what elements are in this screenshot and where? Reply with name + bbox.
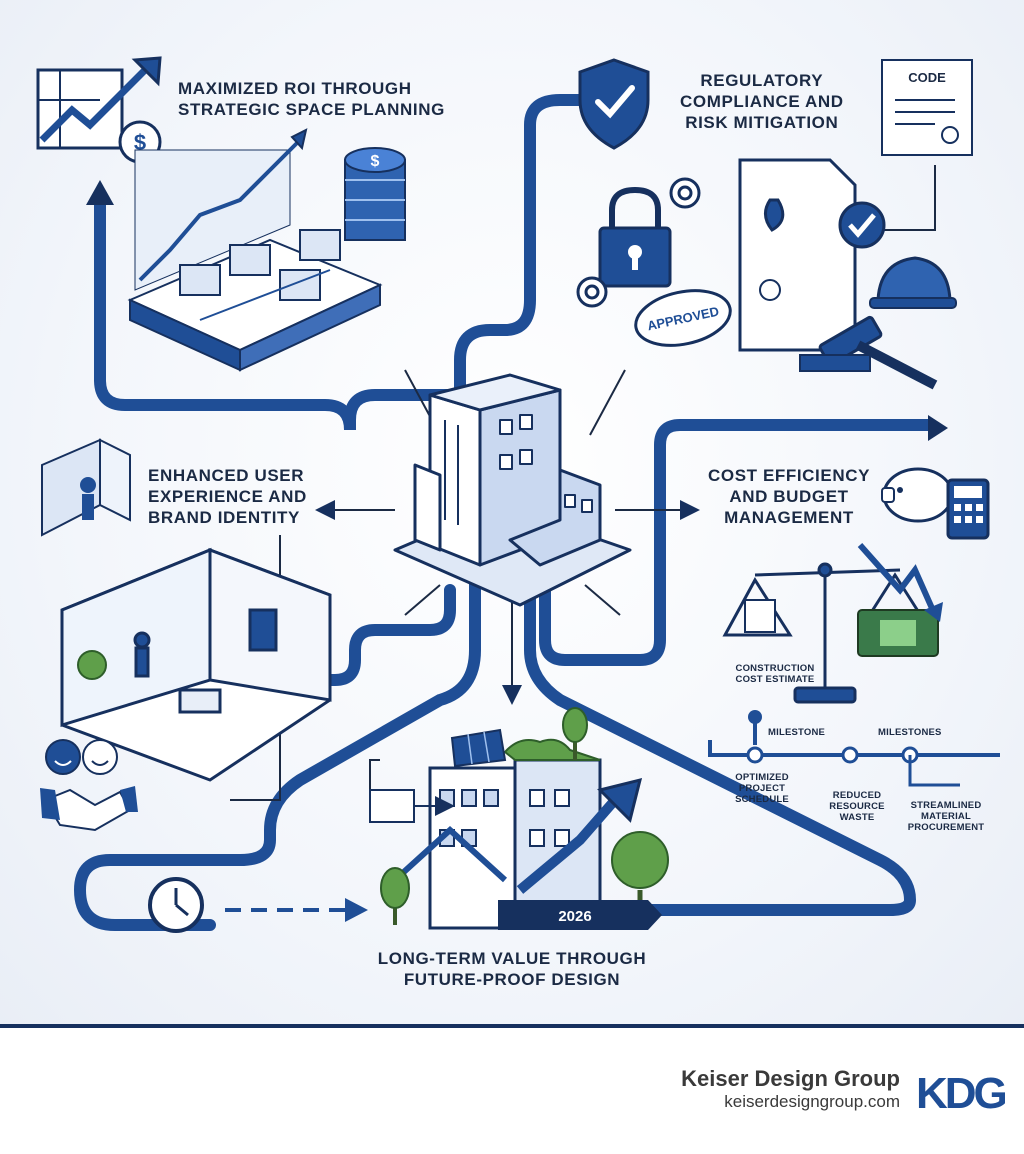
office-floorplan-illustration [127, 128, 383, 372]
kdg-logo: KDG [916, 1069, 1008, 1116]
padlock-icon [598, 186, 672, 288]
piggy-bank-icon [881, 467, 954, 523]
estimate-label: CONSTRUCTION COST ESTIMATE [735, 663, 815, 685]
approved-stamp: APPROVED [634, 289, 732, 347]
roi-title: MAXIMIZED ROI THROUGH STRATEGIC SPACE PL… [178, 79, 445, 119]
future-building-illustration [392, 738, 643, 930]
compliance-document [738, 158, 857, 352]
solar-panel-icon [450, 728, 507, 768]
arrow-right-cost [928, 415, 948, 441]
arrow-up-roi [86, 180, 114, 205]
branded-interior-illustration [60, 547, 332, 782]
schedule-label: OPTIMIZED PROJECT SCHEDULE [735, 772, 789, 805]
path-bottom-left [73, 569, 481, 931]
future-title: LONG-TERM VALUE THROUGH FUTURE-PROOF DES… [377, 949, 647, 989]
building-icon [393, 373, 632, 607]
down-trend-arrow [857, 543, 938, 617]
infographic-canvas: $ $ CODE [0, 0, 1024, 1028]
smiley-icon [45, 739, 118, 775]
procurement-label: STREAMLINED MATERIAL PROCUREMENT [907, 800, 985, 833]
footer: Keiser Design Group keiserdesigngroup.co… [0, 1028, 1024, 1154]
gavel-icon [799, 315, 938, 390]
svg-text:$: $ [371, 153, 380, 170]
year-label: 2026 [558, 908, 591, 925]
svg-text:$: $ [134, 130, 146, 155]
check-circle-icon [838, 201, 886, 249]
flame-icon [764, 198, 785, 232]
project-timeline [708, 710, 1000, 787]
company-name: Keiser Design Group [681, 1066, 900, 1091]
milestones-label: MILESTONES [878, 727, 942, 738]
calculator-icon [946, 478, 990, 540]
footer-divider [0, 1024, 1024, 1028]
balance-scale-icon [722, 562, 933, 704]
infographic-artwork: $ $ CODE [36, 56, 1000, 933]
code-document-icon [881, 59, 973, 156]
path-to-compliance [454, 94, 596, 406]
gear-icon [576, 177, 701, 308]
company-url[interactable]: keiserdesigngroup.com [724, 1092, 900, 1111]
milestone-label: MILESTONE [768, 727, 826, 738]
roi-chart-icon [36, 56, 162, 150]
logo-text: KDG [916, 1069, 1006, 1116]
clock-icon [148, 877, 204, 933]
cash-stack-icon [857, 609, 939, 657]
path-to-cost [539, 419, 936, 666]
path-to-ux [94, 584, 456, 686]
compliance-title: REGULATORY COMPLIANCE AND RISK MITIGATIO… [680, 71, 844, 132]
hard-hat-icon [869, 256, 957, 309]
ux-title: ENHANCED USER EXPERIENCE AND BRAND IDENT… [148, 466, 307, 527]
path-bottom-right [524, 569, 917, 916]
cost-title: COST EFFICIENCY AND BUDGET MANAGEMENT [708, 466, 871, 527]
mini-floorplan-icon [369, 789, 455, 823]
shield-check-icon [578, 58, 650, 150]
handshake-icon [40, 786, 138, 832]
connector-lines [230, 165, 936, 801]
flow-paths [73, 94, 936, 931]
year-2026-badge: 2026 [498, 900, 662, 930]
coin-stack-icon: $ [344, 147, 406, 241]
waste-label: REDUCED RESOURCE WASTE [829, 790, 885, 823]
code-label: CODE [908, 70, 946, 85]
person-icon [41, 438, 131, 537]
wheelchair-icon [759, 279, 781, 301]
